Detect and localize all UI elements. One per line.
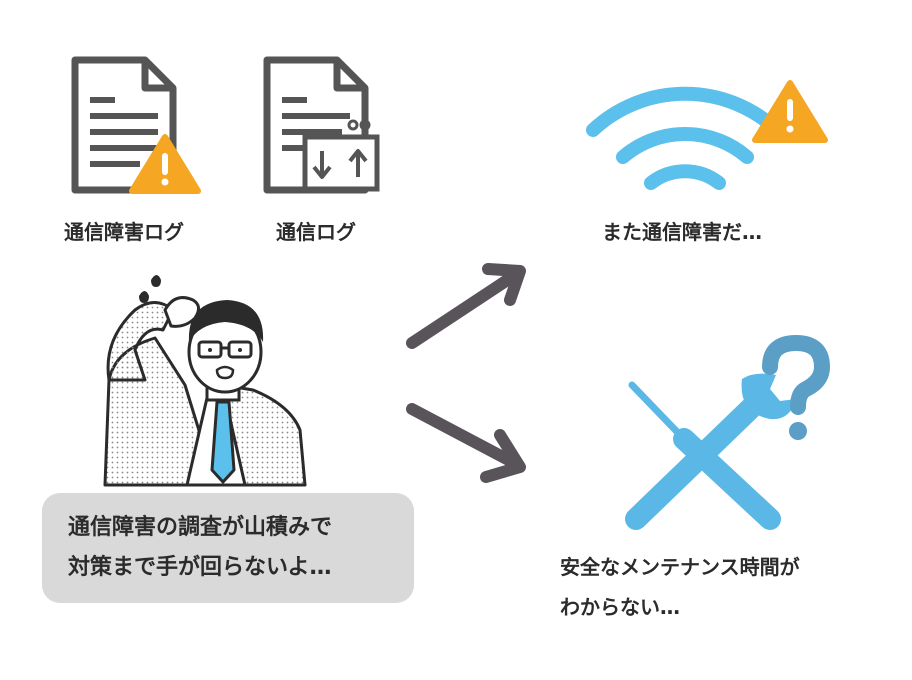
arrow-down-right-icon [406,403,526,483]
maintenance-line-2: わからない… [560,595,680,619]
speech-line-1: 通信障害の調査が山積みで [68,515,333,540]
maintenance-line-1: 安全なメンテナンス時間が [560,555,800,579]
maintenance-caption: 安全なメンテナンス時間が わからない… [560,547,800,627]
comm-log-document-icon [263,56,380,194]
warning-icon [752,80,828,143]
question-mark-icon [762,335,830,440]
tools-question-icon [625,335,830,530]
worried-businessman-illustration [103,275,307,487]
comm-log-label: 通信ログ [276,220,356,244]
fault-log-label: 通信障害ログ [64,220,184,244]
wifi-warning-icon [586,80,828,190]
speech-line-2: 対策まで手が回らないよ… [68,555,332,580]
again-fault-label: また通信障害だ… [602,220,762,244]
warning-icon [129,134,201,194]
speech-bubble: 通信障害の調査が山積みで 対策まで手が回らないよ… [42,493,414,603]
arrow-up-right-icon [406,263,526,349]
fault-log-document-icon [71,56,201,194]
